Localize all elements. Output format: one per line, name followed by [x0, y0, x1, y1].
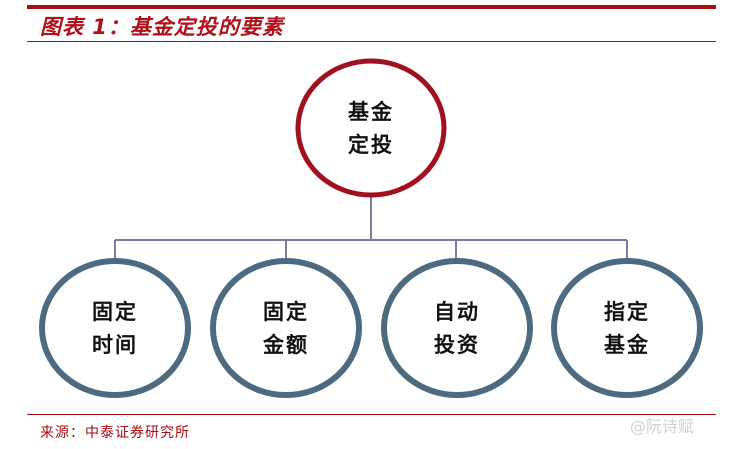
- child-circle-4: [551, 258, 703, 398]
- child-circle-1: [39, 258, 191, 398]
- root-circle: [295, 58, 447, 198]
- top-rule: [27, 5, 716, 9]
- child-circle-3: [381, 258, 533, 398]
- node-label-line2: 投资: [434, 332, 480, 357]
- node-label-line1: 固定: [263, 299, 309, 324]
- node-label-line1: 自动: [434, 299, 480, 324]
- child-node-designated-fund: 指定 基金: [554, 262, 700, 394]
- footer-rule: [27, 414, 716, 415]
- node-label-line1: 指定: [604, 299, 650, 324]
- root-node: 基金 定投: [298, 62, 444, 194]
- node-label-line2: 基金: [604, 332, 650, 357]
- figure-title: 图表 1：基金定投的要素: [40, 15, 284, 39]
- title-rule: [27, 41, 716, 42]
- node-label-line1: 固定: [92, 299, 138, 324]
- child-circle-2: [210, 258, 362, 398]
- node-label-line2: 金额: [263, 332, 309, 357]
- node-label-line2: 时间: [92, 332, 138, 357]
- child-node-fixed-time: 固定 时间: [42, 262, 188, 394]
- source-note: 来源：中泰证券研究所: [40, 425, 190, 441]
- connector-lines: [114, 196, 628, 262]
- child-node-auto-invest: 自动 投资: [384, 262, 530, 394]
- root-label-line2: 定投: [348, 132, 394, 157]
- child-node-fixed-amount: 固定 金额: [213, 262, 359, 394]
- root-label-line1: 基金: [348, 99, 394, 124]
- watermark: @阮诗赋: [630, 417, 695, 436]
